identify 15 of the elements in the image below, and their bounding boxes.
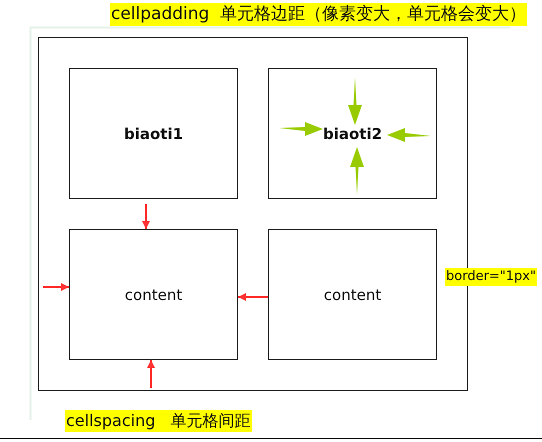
note-text: cellspacing 单元格间距 [65, 410, 252, 432]
table-cell [268, 229, 437, 360]
content-text: content [324, 286, 382, 304]
table-cell [69, 229, 238, 360]
arrow [142, 204, 150, 229]
note-text: cellpadding 单元格边距（像素变大，单元格会变大） [110, 3, 528, 26]
content-text: content [124, 286, 182, 304]
arrow [43, 283, 69, 291]
arrow [238, 293, 268, 301]
table-cell [69, 68, 238, 199]
note-text: border="1px" [445, 268, 537, 286]
heading-text: biaoti1 [124, 124, 184, 142]
table-cell [268, 68, 437, 199]
arrow [147, 360, 155, 388]
heading-text: biaoti2 [322, 124, 382, 142]
